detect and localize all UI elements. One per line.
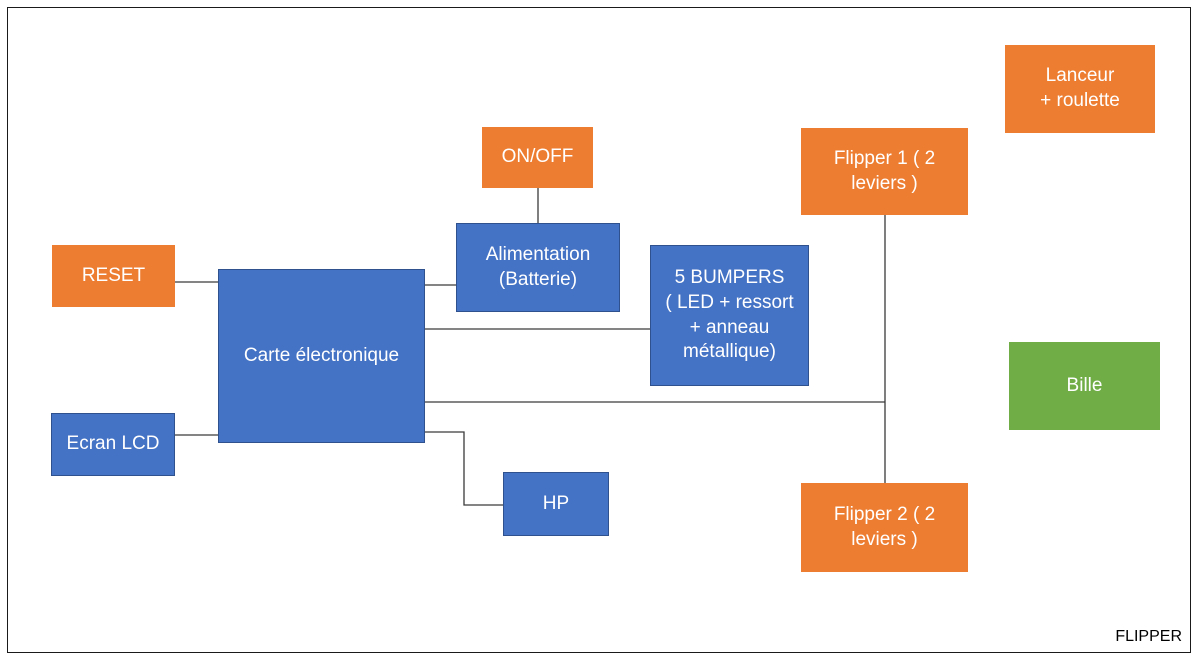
reset-block: RESET (52, 245, 175, 307)
ecran-lcd-block: Ecran LCD (51, 413, 175, 476)
bumpers-block: 5 BUMPERS ( LED + ressort + anneau métal… (650, 245, 809, 386)
lanceur-block: Lanceur + roulette (1005, 45, 1155, 133)
carte-electronique-block: Carte électronique (218, 269, 425, 443)
bille-block: Bille (1009, 342, 1160, 430)
hp-block: HP (503, 472, 609, 536)
on-off-block: ON/OFF (482, 127, 593, 188)
alimentation-block: Alimentation (Batterie) (456, 223, 620, 312)
flipper-1-block: Flipper 1 ( 2 leviers ) (801, 128, 968, 215)
flipper-2-block: Flipper 2 ( 2 leviers ) (801, 483, 968, 572)
diagram-frame (7, 7, 1191, 653)
diagram-title: FLIPPER (1115, 628, 1182, 645)
connector-carte-hp (425, 431, 503, 506)
